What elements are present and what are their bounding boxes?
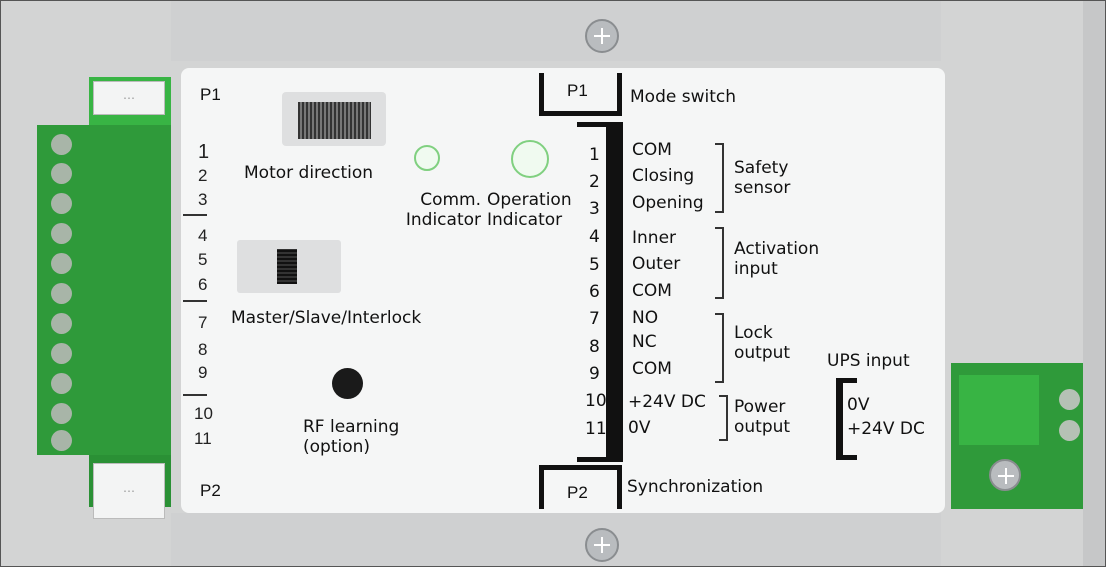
connector-bottom: ⋯ xyxy=(93,463,165,519)
terminal-pin-1-icon xyxy=(51,134,72,155)
terminal-pin-6-icon xyxy=(51,283,72,304)
left-pin-number: 1 xyxy=(198,141,210,163)
terminal-pin-8-icon xyxy=(51,343,72,364)
left-pin-number: 8 xyxy=(198,340,208,359)
terminal-pin-number: 7 xyxy=(589,309,600,329)
ups-bracket-top xyxy=(836,378,857,383)
motor-direction-knob xyxy=(298,102,371,139)
left-pin-number: 4 xyxy=(198,226,208,245)
terminal-pin-number: 2 xyxy=(589,172,600,192)
ups-screw-icon xyxy=(989,459,1021,491)
terminal-pin-9-icon xyxy=(51,373,72,394)
terminal-pin-number: 6 xyxy=(589,282,600,302)
lock-output-bracket xyxy=(715,313,724,383)
activation-input-label: Activation input xyxy=(734,239,820,279)
p2-box-left xyxy=(539,465,544,509)
mode-switch-label: Mode switch xyxy=(630,87,736,107)
terminal-signal: NO xyxy=(632,308,659,328)
left-pin-number: 6 xyxy=(198,275,208,294)
pin-group-divider xyxy=(183,300,207,302)
safety-sensor-label: Safety sensor xyxy=(734,158,791,198)
terminal-signal: Closing xyxy=(632,166,695,186)
ups-pin-1-icon xyxy=(1059,389,1080,410)
left-pin-number: 3 xyxy=(198,190,208,209)
terminal-strip-bottom xyxy=(577,457,623,462)
p1-box-left xyxy=(539,73,544,116)
safety-sensor-bracket xyxy=(715,143,724,213)
terminal-pin-10-icon xyxy=(51,403,72,424)
master-slave-knob xyxy=(277,249,297,284)
comm-indicator-label: Comm. Indicator xyxy=(405,190,481,230)
terminal-pin-number: 9 xyxy=(589,364,600,384)
terminal-pin-2-icon xyxy=(51,163,72,184)
master-slave-label: Master/Slave/Interlock xyxy=(231,308,422,328)
motor-direction-label: Motor direction xyxy=(244,163,374,183)
left-pin-number: 5 xyxy=(198,250,208,269)
terminal-signal: COM xyxy=(632,359,672,379)
left-pin-number: 9 xyxy=(198,363,208,382)
p2-label: P2 xyxy=(200,481,221,500)
p2-box-right xyxy=(617,465,622,509)
terminal-pin-number: 3 xyxy=(589,199,600,219)
left-pin-number: 11 xyxy=(194,429,212,448)
ups-pin-24v: +24V DC xyxy=(847,419,925,439)
terminal-strip-spine xyxy=(606,122,623,462)
p2-box-top xyxy=(539,465,622,470)
left-pin-number: 2 xyxy=(198,166,208,185)
terminal-pin-number: 1 xyxy=(589,145,600,165)
terminal-signal: Outer xyxy=(632,254,681,274)
terminal-signal: COM xyxy=(632,281,672,301)
synchronization-label: Synchronization xyxy=(627,477,764,497)
terminal-signal: Inner xyxy=(632,228,677,248)
operation-indicator-led xyxy=(511,140,549,178)
p1-box-label: P1 xyxy=(567,81,588,100)
power-output-bracket xyxy=(719,395,728,441)
pin-group-divider xyxy=(183,214,207,216)
terminal-pin-number: 5 xyxy=(589,255,600,275)
terminal-pin-4-icon xyxy=(51,223,72,244)
chassis-right-panel xyxy=(1083,1,1105,566)
pin-group-divider xyxy=(183,394,207,396)
terminal-signal: NC xyxy=(632,332,657,352)
screw-top-icon xyxy=(585,19,619,53)
rf-learning-button[interactable] xyxy=(332,368,363,399)
ups-pin-0v: 0V xyxy=(847,395,870,415)
terminal-pin-number: 10 xyxy=(585,391,607,411)
power-output-label: Power output xyxy=(734,397,791,437)
terminal-pin-3-icon xyxy=(51,193,72,214)
comm-indicator-led xyxy=(414,145,440,171)
terminal-signal: 0V xyxy=(628,418,651,438)
screw-bottom-icon xyxy=(585,528,619,562)
p1-label: P1 xyxy=(200,85,221,104)
connector-top: ⋯ xyxy=(93,81,165,115)
p1-box-bottom xyxy=(539,111,622,116)
operation-indicator-label: Operation Indicator xyxy=(487,190,572,230)
chassis-top-rail xyxy=(171,1,941,61)
p2-box-label: P2 xyxy=(567,483,588,502)
ups-input-title: UPS input xyxy=(827,351,910,371)
terminal-pin-7-icon xyxy=(51,313,72,334)
terminal-pin-number: 8 xyxy=(589,337,600,357)
chassis-bottom-rail xyxy=(171,513,941,566)
lock-output-label: Lock output xyxy=(734,323,791,363)
ups-terminal-face xyxy=(959,375,1039,445)
terminal-pin-number: 4 xyxy=(589,227,600,247)
rf-learning-label: RF learning (option) xyxy=(303,417,400,457)
terminal-pin-11-icon xyxy=(51,430,72,451)
terminal-pin-number: 11 xyxy=(585,419,607,439)
left-pin-number: 10 xyxy=(194,404,213,423)
ups-bracket-spine xyxy=(836,378,843,460)
terminal-signal: +24V DC xyxy=(628,392,706,412)
ups-bracket-bottom xyxy=(836,455,857,460)
activation-input-bracket xyxy=(715,227,724,299)
terminal-strip-top xyxy=(577,122,623,127)
ups-pin-2-icon xyxy=(1059,420,1080,441)
terminal-pin-5-icon xyxy=(51,253,72,274)
terminal-signal: COM xyxy=(632,140,672,160)
p1-box-right xyxy=(617,73,622,116)
left-pin-number: 7 xyxy=(198,313,208,332)
terminal-signal: Opening xyxy=(632,193,704,213)
